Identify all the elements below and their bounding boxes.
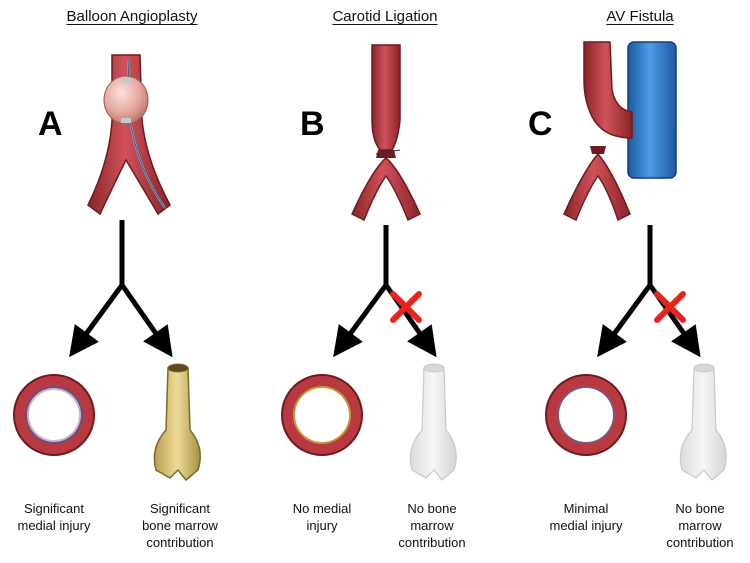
panel-b-letter: B [300,105,325,143]
panel-b-title: Carotid Ligation [332,8,438,25]
panel-a-title: Balloon Angioplasty [66,8,198,25]
bone-marrow-illustration [153,363,201,482]
panel-c-left-caption: Minimal medial injury [549,501,623,533]
panel-b [281,44,457,481]
panel-c-letter: C [528,105,553,143]
panel-b-right-caption: No bone marrow contribution [398,501,466,550]
av-fistula-illustration [563,41,677,222]
bone-ghost-illustration [409,363,457,481]
panel-a-right-caption: Significant bone marrow contribution [142,501,218,550]
panel-b-left-caption: No medial injury [292,501,352,533]
vessel-cross-section-injured [13,374,95,456]
blocked-cross-b [390,291,422,323]
panel-c-title: AV Fistula [606,8,674,25]
ligated-carotid-illustration [351,44,421,222]
panel-c-right-caption: No bone marrow contribution [666,501,734,550]
panel-a-left-caption: Significant medial injury [17,501,91,533]
branch-arrows-b [333,225,437,358]
blocked-cross-c [654,291,686,323]
panel-a [13,54,201,482]
panel-c [545,41,727,481]
vessel-cross-section-minimal-injury [545,374,627,456]
artery-with-balloon-illustration [87,54,171,216]
bone-ghost-illustration [679,363,727,481]
panel-a-letter: A [38,105,63,143]
vessel-cross-section-uninjured [281,374,363,456]
branch-arrows-a [69,220,173,358]
branch-arrows-c [597,225,701,358]
